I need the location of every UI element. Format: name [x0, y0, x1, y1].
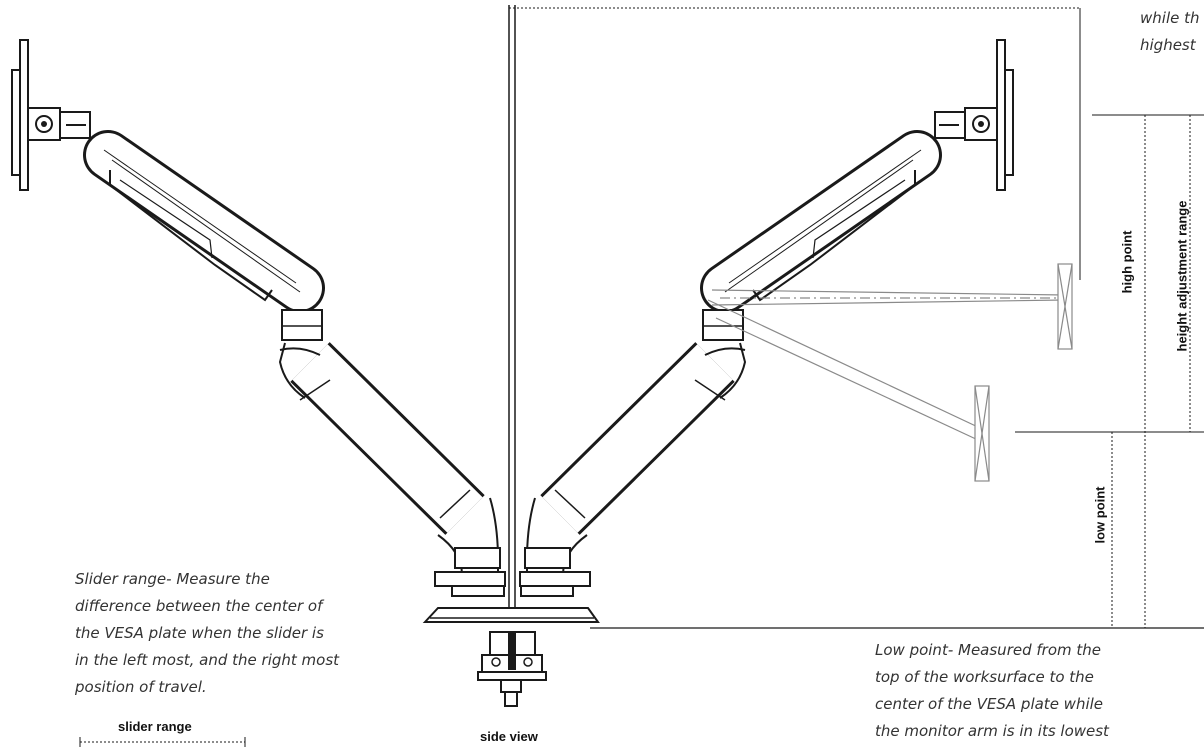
low-point-note-line: the monitor arm is in its lowest: [875, 722, 1109, 740]
desk-clamp: [422, 607, 600, 707]
low-point-label: low point: [1092, 486, 1108, 544]
top-right-note-line: highest: [1140, 36, 1196, 54]
slider-range-note-line: Slider range- Measure the: [75, 570, 270, 588]
right-monitor-arm: [520, 40, 1013, 596]
slider-range-note-line: position of travel.: [75, 678, 207, 696]
low-point-note-line: top of the worksurface to the: [875, 668, 1094, 686]
slider-range-note-line: the VESA plate when the slider is: [75, 624, 324, 642]
top-right-note: while th highest: [1140, 5, 1200, 59]
slider-range-note-line: difference between the center of: [75, 597, 323, 615]
range-of-motion: [707, 263, 1073, 482]
high-point-label: high point: [1119, 230, 1135, 294]
side-view-label: side view: [480, 729, 538, 744]
low-point-note-line: center of the VESA plate while: [875, 695, 1104, 713]
slider-range-label: slider range: [118, 719, 192, 734]
low-point-note-line: Low point- Measured from the: [875, 641, 1101, 659]
center-pole: [508, 5, 1081, 610]
height-adjustment-range-label: height adjustment range: [1174, 200, 1190, 352]
top-right-note-line: while th: [1140, 9, 1200, 27]
dimension-lines: [1015, 114, 1204, 629]
left-monitor-arm: [12, 40, 505, 596]
slider-range-dimension: [79, 737, 246, 747]
slider-range-note-line: in the left most, and the right most: [75, 651, 340, 669]
slider-range-note: Slider range- Measure the difference bet…: [75, 566, 339, 701]
low-point-note: Low point- Measured from the top of the …: [875, 637, 1109, 745]
